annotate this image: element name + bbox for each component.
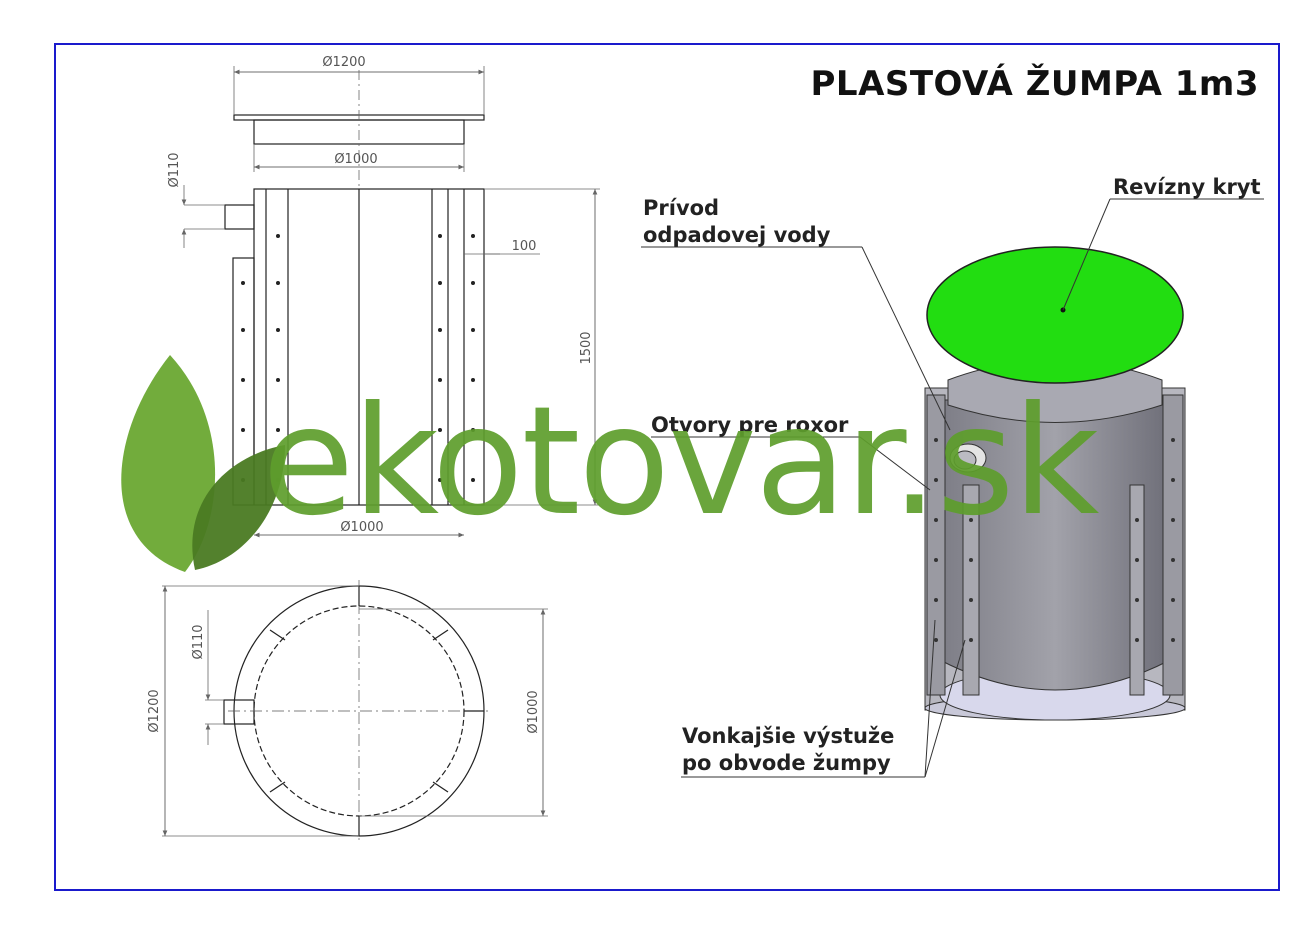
plan-dimensions — [162, 585, 548, 837]
dim-plan-outer: Ø1200 — [147, 689, 162, 732]
callout-ribs: Vonkajšie výstuže po obvode žumpy — [682, 723, 894, 777]
watermark-text: ekotovar.sk — [262, 375, 1100, 549]
side-dimensions — [181, 66, 600, 538]
rib-holes-side — [241, 234, 475, 482]
side-elevation — [224, 70, 485, 506]
dim-top-diameter: Ø1200 — [322, 55, 365, 70]
dim-height: 1500 — [579, 331, 594, 364]
callout-inlet-line2: odpadovej vody — [643, 223, 831, 247]
callout-inlet-line1: Prívod — [643, 196, 720, 220]
leader-lines — [641, 198, 1264, 778]
inlet-pipe — [224, 204, 255, 230]
dim-pipe-diameter: Ø110 — [167, 152, 182, 187]
dim-plan-inner: Ø1000 — [526, 690, 541, 733]
drawing-frame — [54, 43, 1280, 891]
callout-ribs-line2: po obvode žumpy — [682, 751, 891, 775]
drawing-title: PLASTOVÁ ŽUMPA 1m3 — [810, 64, 1259, 104]
dim-neck-diameter: Ø1000 — [334, 152, 377, 167]
inspection-cover — [926, 246, 1184, 384]
tank-3d-view — [924, 246, 1186, 721]
callout-holes: Otvory pre roxor — [651, 413, 849, 437]
dim-bottom-diameter: Ø1000 — [340, 520, 383, 535]
callout-cover: Revízny kryt — [1113, 175, 1261, 199]
leaf-icon — [121, 355, 285, 572]
dim-plan-pipe: Ø110 — [191, 624, 206, 659]
callout-inlet: Prívod odpadovej vody — [643, 195, 830, 249]
plan-pipe — [223, 699, 255, 725]
dim-rib-width: 100 — [512, 239, 537, 254]
callout-ribs-line1: Vonkajšie výstuže — [682, 724, 895, 748]
